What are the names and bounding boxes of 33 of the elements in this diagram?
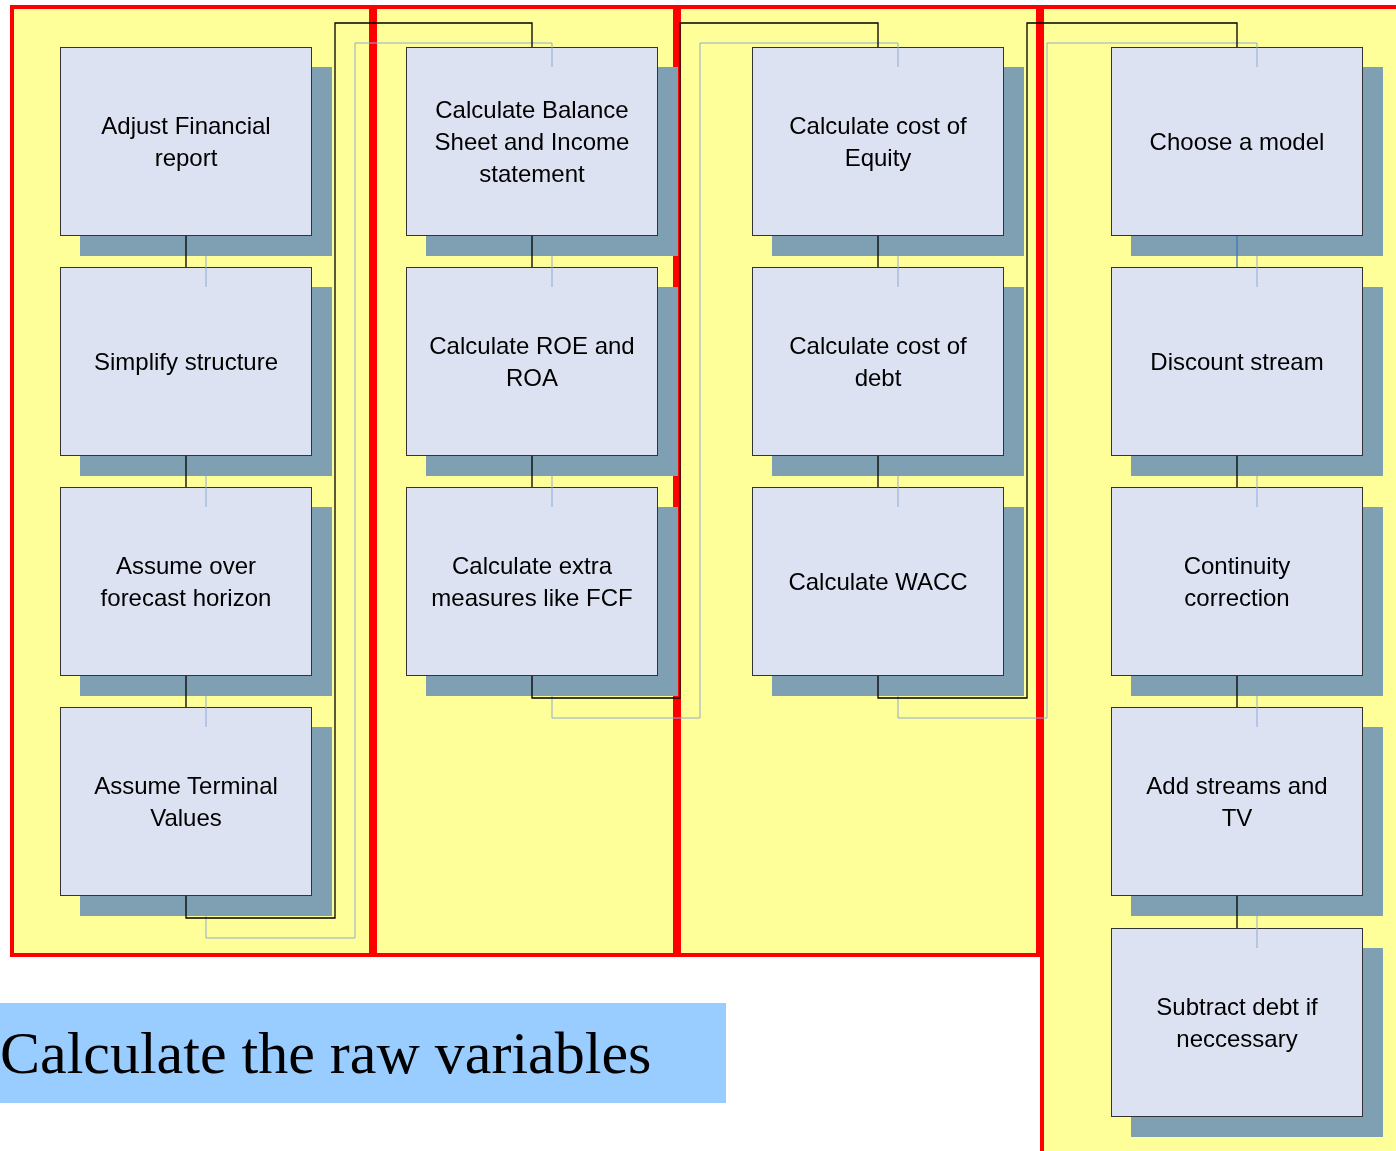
connector-line [1236,895,1238,929]
box-label: Calculate Balance Sheet and Income statement [433,94,631,189]
box-label: Calculate WACC [788,566,968,597]
box-label: Calculate ROE and ROA [428,330,636,393]
lane-frame [10,5,373,957]
connector-line [1236,235,1238,268]
connector-line [877,235,879,268]
box-label: Choose a model [1149,126,1325,157]
connector-line [531,22,879,699]
connector-line [877,455,879,488]
connector-line [877,22,1238,699]
connector-line [531,455,533,488]
connector-line [185,675,187,708]
lane-frame [1040,5,1396,1151]
box-label: Calculate cost of Equity [788,110,968,173]
connector-line [1236,455,1238,488]
box-label: Continuity correction [1182,550,1292,613]
box-label: Add streams and TV [1145,770,1329,833]
box-label: Subtract debt if neccessary [1155,991,1319,1054]
title: Calculate the raw variables [0,1018,652,1088]
box-label: Simplify structure [93,346,278,377]
box-label: Discount stream [1150,346,1324,377]
box-label: Calculate extra measures like FCF [430,550,634,613]
connector-line [531,235,533,268]
box-label: Calculate cost of debt [788,330,968,393]
connector-line [185,455,187,488]
connector-line [185,235,187,268]
lane-frame [677,5,1040,957]
lane-frame [373,5,677,957]
box-label: Assume over forecast horizon [99,550,273,613]
connector-line [1236,675,1238,708]
box-label: Adjust Financial report [100,110,272,173]
box-label: Assume Terminal Values [93,770,279,833]
